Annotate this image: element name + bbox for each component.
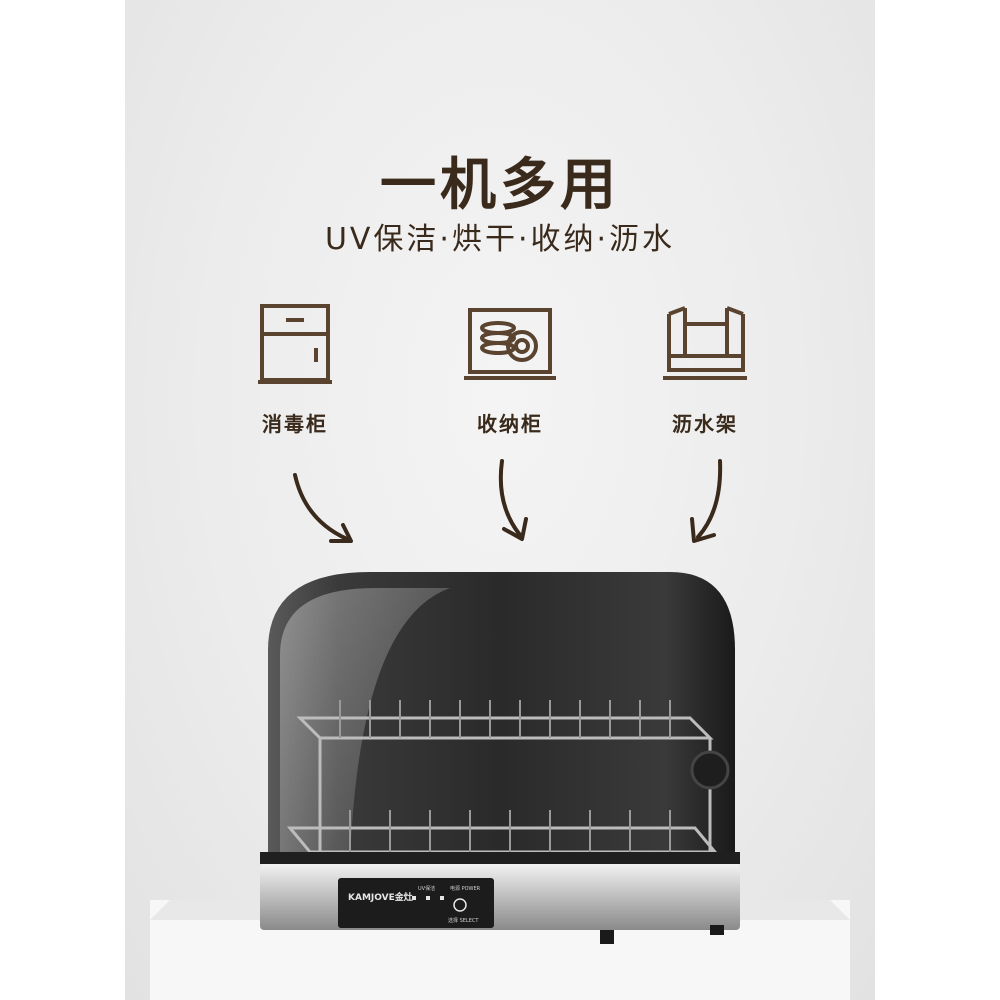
dish-rack-icon bbox=[464, 308, 556, 380]
feature-disinfection-cabinet: 消毒柜 bbox=[215, 300, 375, 437]
arrow-down-left-icon bbox=[690, 459, 723, 543]
feature-label: 沥水架 bbox=[672, 412, 738, 436]
feature-label: 收纳柜 bbox=[477, 412, 543, 436]
rack-bars bbox=[339, 700, 671, 852]
steel-base bbox=[260, 864, 740, 930]
brand-logo: KAMJOVE金灶 bbox=[348, 891, 413, 903]
panel-label-power: 电源 POWER bbox=[450, 885, 481, 892]
arrow-down-icon bbox=[498, 459, 528, 541]
panel-label-uv: UV保洁 bbox=[418, 885, 435, 892]
cabinet-icon bbox=[258, 304, 332, 384]
feature-storage-cabinet: 收纳柜 bbox=[430, 300, 590, 437]
power-button[interactable] bbox=[453, 898, 467, 912]
panel-label-select: 选择 SELECT bbox=[448, 917, 479, 924]
page-subtitle: UV保洁·烘干·收纳·沥水 bbox=[324, 222, 676, 257]
dish-dryer-product: KAMJOVE金灶 电源 POWER UV保洁 选择 SELECT bbox=[150, 572, 850, 1000]
feature-label: 消毒柜 bbox=[262, 412, 328, 436]
feature-drain-rack: 沥水架 bbox=[625, 300, 785, 437]
drain-rack-icon bbox=[663, 306, 747, 380]
page-title: 一机多用 bbox=[380, 153, 620, 218]
hinge-knob bbox=[690, 750, 730, 790]
control-panel bbox=[338, 878, 494, 928]
arrow-down-right-icon bbox=[293, 473, 353, 543]
